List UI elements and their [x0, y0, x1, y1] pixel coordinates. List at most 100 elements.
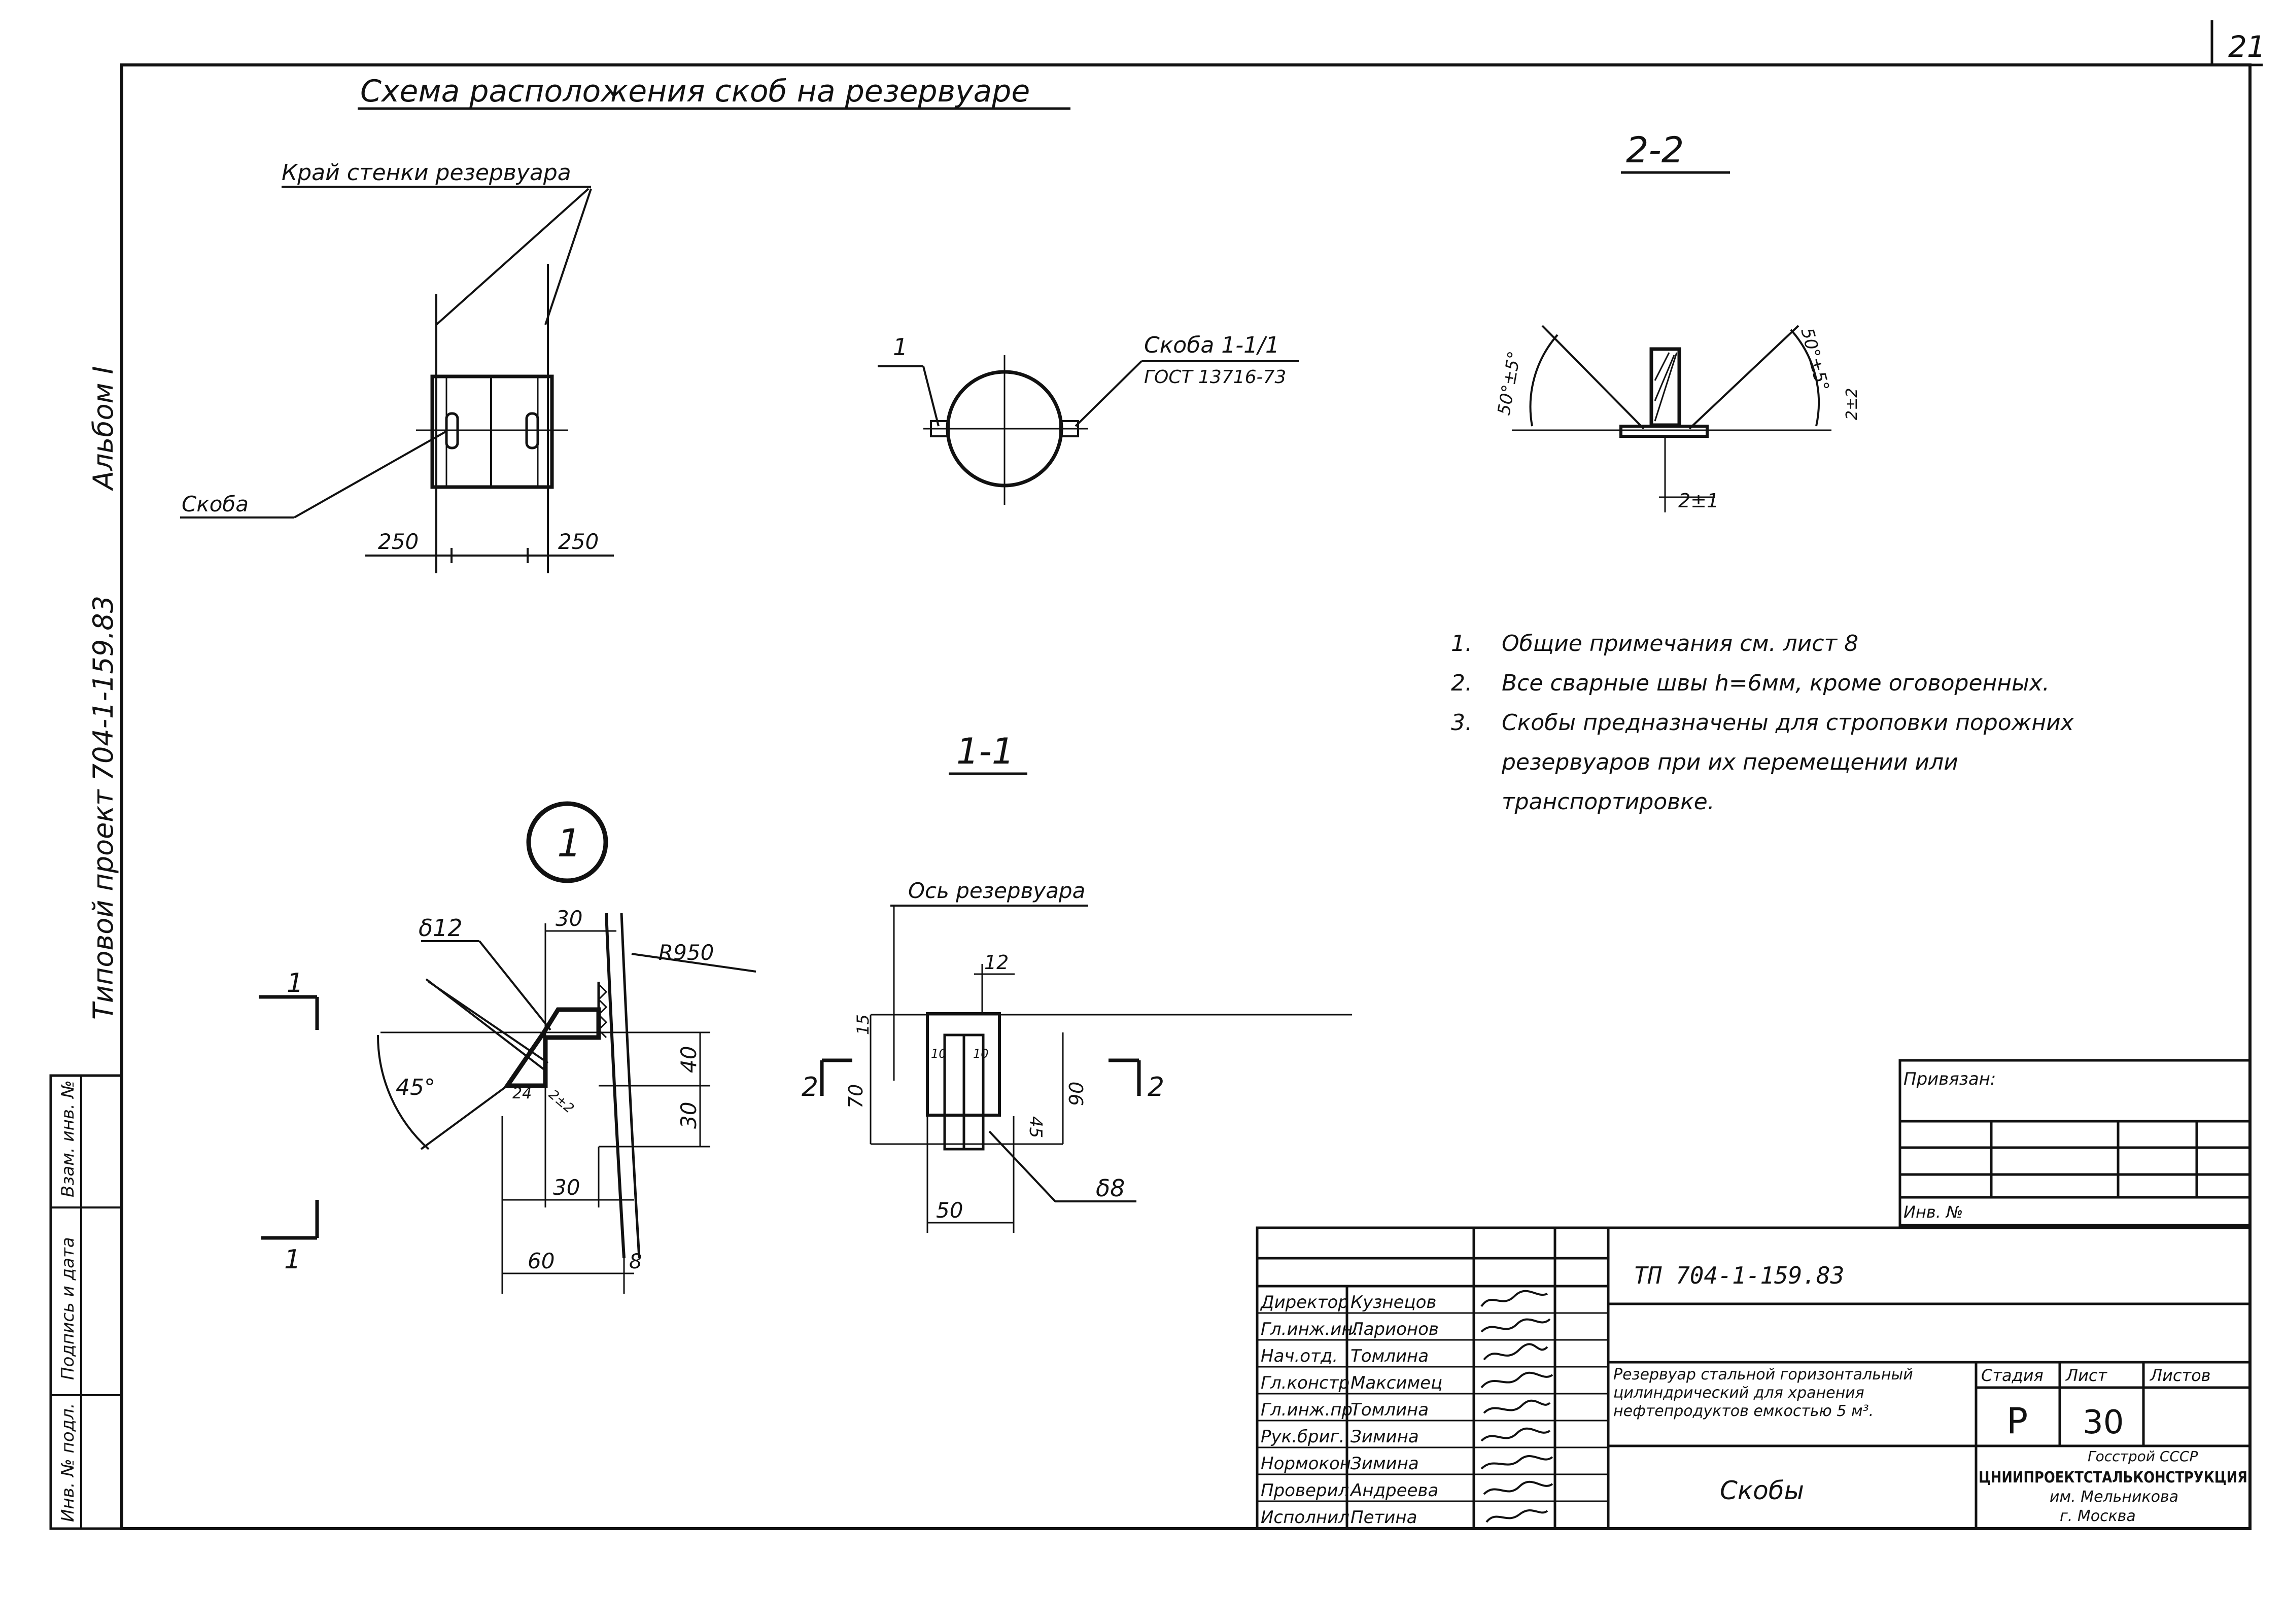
stamp-field-replace: Взам. инв. №: [58, 1080, 78, 1197]
role-norm-control: Нормокон: [1261, 1454, 1351, 1474]
role-team-lead: Рук.бриг.: [1261, 1427, 1344, 1447]
detail-1-view: 1 δ12 R950 45° 30 40 30 30 60 8 24: [259, 801, 756, 1294]
title-block-roles: Директор Гл.инж.ин. Нач.отд. Гл.констр Г…: [1260, 1292, 1358, 1528]
dim-1-1-50: 50: [936, 1198, 963, 1223]
section-base: [1619, 425, 1709, 438]
name-director: Кузнецов: [1351, 1292, 1436, 1312]
dim-right-2-2: 2±2: [1843, 388, 1861, 420]
sheet-corner-number: 21: [2228, 29, 2266, 64]
role-chief-designer: Гл.констр: [1261, 1373, 1349, 1393]
section-2-2-view: 2-2 50°±5° 50°±5° 2±2 2±1: [1494, 129, 1861, 512]
role-executed: Исполнил: [1261, 1507, 1349, 1528]
reference-title: Привязан:: [1903, 1069, 1996, 1089]
note-number: 1.: [1451, 631, 1472, 656]
dim-1-1-10b: 10: [973, 1047, 989, 1061]
thickness-d12: δ12: [419, 914, 463, 942]
scheme-dim-right: 250: [558, 529, 599, 554]
section-1-1-view: 1-1 Ось резервуара 12 15 70 90 45 10 10 …: [802, 731, 1352, 1233]
general-notes: 1. Общие примечания см. лист 8 2. Все св…: [1446, 624, 2116, 822]
org-line-1: Госстрой СССР: [2088, 1448, 2198, 1465]
note-item: 2. Все сварные швы h=6мм, кроме оговорен…: [1446, 664, 2116, 703]
scheme-dim-left: 250: [378, 529, 419, 554]
gost-ref: ГОСТ 13716-73: [1144, 367, 1286, 388]
project-label: Типовой проект 704-1-159.83: [87, 596, 119, 1020]
name-chief-designer: Максимец: [1351, 1373, 1442, 1393]
reference-block: [1898, 1059, 2252, 1227]
tank-wall-arc: [605, 913, 626, 1259]
note-item: 3. Скобы предназначены для строповки пор…: [1446, 703, 2116, 822]
col-sheet: Лист: [2065, 1366, 2107, 1385]
col-stage: Стадия: [1981, 1366, 2044, 1385]
org-line-4: г. Москва: [2060, 1507, 2136, 1525]
dim-bottom-2-2: 2±1: [1678, 490, 1719, 512]
dim-1-1-12: 12: [984, 951, 1009, 974]
name-chief-project-engineer: Томлина: [1351, 1400, 1429, 1420]
dim-1-1-45: 45: [1025, 1116, 1046, 1138]
cut-1-top: 1: [287, 968, 303, 998]
weld-2pm2: 2±2: [546, 1087, 577, 1116]
col-sheets: Листов: [2150, 1366, 2211, 1385]
section-2-2-title: 2-2: [1626, 129, 1684, 171]
dim-d1-8: 8: [629, 1250, 642, 1273]
org-line-3: им. Мельникова: [2050, 1488, 2178, 1506]
dim-d1-60: 60: [528, 1249, 555, 1273]
tank-circle-view: 1 Скоба 1-1/1 ГОСТ 13716-73: [878, 332, 1299, 505]
dim-1-1-70: 70: [845, 1084, 867, 1109]
circle-callout-num: 1: [893, 333, 908, 361]
sheet-frame: [49, 20, 2263, 1530]
dim-1-1-90: 90: [1065, 1082, 1088, 1106]
name-chief-engineer: Ларионов: [1349, 1319, 1439, 1339]
bracket-right: [525, 412, 539, 450]
cut-1-bottom: 1: [284, 1245, 301, 1275]
name-team-lead: Зимина: [1351, 1427, 1419, 1447]
role-director: Директор: [1260, 1292, 1349, 1312]
dim-d1-30-top: 30: [556, 906, 582, 931]
description-box: Резервуар стальной горизонтальный цилинд…: [1613, 1366, 1913, 1420]
axis-label: Ось резервуара: [908, 878, 1085, 903]
dim-d1-40: 40: [676, 1046, 701, 1073]
sheet-value: 30: [2083, 1404, 2124, 1441]
angle-left: 50°±5°: [1494, 350, 1525, 417]
name-checked: Андреева: [1349, 1480, 1438, 1501]
tank-description: Резервуар стальной горизонтальный цилинд…: [1613, 1366, 1913, 1420]
wall-edge-label: Край стенки резервуара: [282, 160, 571, 186]
section-1-1-title: 1-1: [956, 731, 1014, 772]
doc-code: ТП 704-1-159.83: [1634, 1262, 1844, 1289]
title-block-people-rows: [1257, 1312, 1608, 1502]
bracket-label: Скоба: [182, 492, 249, 516]
stamp-field-signature: Подпись и дата: [58, 1237, 78, 1380]
note-text: Все сварные швы h=6мм, кроме оговоренных…: [1502, 670, 2050, 696]
note-number: 2.: [1451, 670, 1472, 696]
radius-label: R950: [659, 940, 714, 965]
angle-right: 50°±5°: [1796, 326, 1833, 393]
sheet-title: Скобы: [1720, 1476, 1804, 1505]
note-item: 1. Общие примечания см. лист 8: [1446, 624, 2116, 664]
bracket-left: [445, 412, 459, 450]
angle-45: 45°: [396, 1075, 435, 1100]
role-dept-head: Нач.отд.: [1261, 1346, 1338, 1366]
scheme-view: Схема расположения скоб на резервуаре Кр…: [180, 74, 1070, 573]
name-executed: Петина: [1351, 1507, 1417, 1528]
stage-value: Р: [2006, 1400, 2028, 1442]
name-norm-control: Зимина: [1351, 1454, 1419, 1474]
detail-callout-num: 1: [557, 820, 581, 866]
bracket-ref: Скоба 1-1/1: [1144, 332, 1279, 358]
detail-callout-circle: [526, 801, 608, 883]
org-line-2: ЦНИИПРОЕКТСТАЛЬКОНСТРУКЦИЯ: [1979, 1469, 2247, 1487]
weld-24: 24: [512, 1085, 532, 1102]
role-chief-project-engineer: Гл.инж.пр.: [1261, 1400, 1358, 1420]
note-number: 3.: [1451, 710, 1472, 736]
title-block-names: Кузнецов Ларионов Томлина Максимец Томли…: [1349, 1292, 1442, 1528]
cut-2-left: 2: [802, 1072, 818, 1102]
role-chief-engineer: Гл.инж.ин.: [1261, 1319, 1358, 1339]
note-text: Общие примечания см. лист 8: [1502, 631, 1859, 656]
bracket-profile: [503, 1007, 601, 1088]
stamp-field-inv: Инв. № подл.: [58, 1403, 78, 1522]
thickness-1-1: δ8: [1096, 1174, 1125, 1202]
dim-1-1-15: 15: [853, 1014, 873, 1035]
reference-inv: Инв. №: [1903, 1202, 1963, 1222]
name-dept-head: Томлина: [1351, 1346, 1429, 1366]
cut-2-right: 2: [1148, 1072, 1164, 1102]
album-label: Альбом I: [87, 366, 119, 491]
